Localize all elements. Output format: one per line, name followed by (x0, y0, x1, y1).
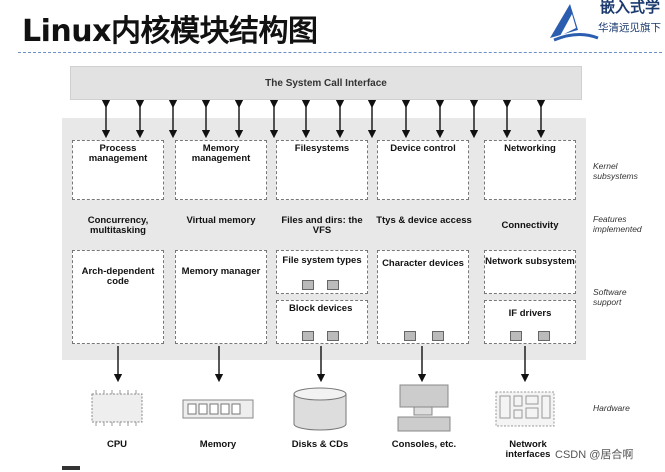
hw-label-network: Network interfaces (505, 439, 551, 461)
feature-concurrency: Concurrency, multitasking (87, 215, 149, 237)
disk-icon (293, 387, 347, 431)
side-label-features: Features implemented (593, 214, 642, 234)
feature-connectivity: Connectivity (501, 220, 559, 231)
chip (327, 280, 339, 290)
side-label-hardware: Hardware (593, 403, 630, 413)
box-memory-manager: Memory manager (175, 250, 267, 344)
box-character-devices: Character devices (377, 250, 469, 344)
side-label-software: Software support (593, 287, 627, 307)
chip (432, 331, 444, 341)
box-arch-dependent-code: Arch-dependent code (72, 250, 164, 344)
box-filesystems: Filesystems (276, 140, 368, 200)
hw-label-cpu: CPU (106, 439, 128, 450)
hw-label-memory: Memory (199, 439, 237, 450)
box-network-subsystem: Network subsystem (484, 250, 576, 294)
chip (302, 280, 314, 290)
logo-icon (550, 4, 599, 42)
box-process-management: Process management (72, 140, 164, 200)
box-if-drivers: IF drivers (484, 300, 576, 344)
hw-label-disks: Disks & CDs (291, 439, 349, 450)
box-block-devices: Block devices (276, 300, 368, 344)
hw-label-consoles: Consoles, etc. (391, 439, 457, 450)
feature-vfs: Files and dirs: the VFS (281, 215, 363, 237)
box-memory-management: Memory management (175, 140, 267, 200)
feature-virtual-memory: Virtual memory (186, 215, 256, 226)
watermark: CSDN @居合啊 (555, 449, 634, 461)
cpu-icon (91, 390, 143, 426)
chip (404, 331, 416, 341)
logo-subtitle: 华清远见旗下 (598, 22, 661, 34)
side-label-kernel: Kernel subsystems (593, 161, 638, 181)
page-title: Linux内核模块结构图 (22, 14, 318, 49)
system-call-interface: The System Call Interface (70, 66, 582, 100)
header-divider (18, 52, 662, 53)
chip (327, 331, 339, 341)
corner-mark (62, 466, 80, 470)
network-card-icon (495, 391, 555, 427)
logo-text: 嵌入式学 (600, 0, 661, 16)
chip (510, 331, 522, 341)
memory-icon (182, 399, 254, 419)
chip (302, 331, 314, 341)
box-networking: Networking (484, 140, 576, 200)
box-file-system-types: File system types (276, 250, 368, 294)
console-icon (397, 384, 451, 432)
chip (538, 331, 550, 341)
feature-device-access: Ttys & device access (376, 215, 472, 226)
box-device-control: Device control (377, 140, 469, 200)
